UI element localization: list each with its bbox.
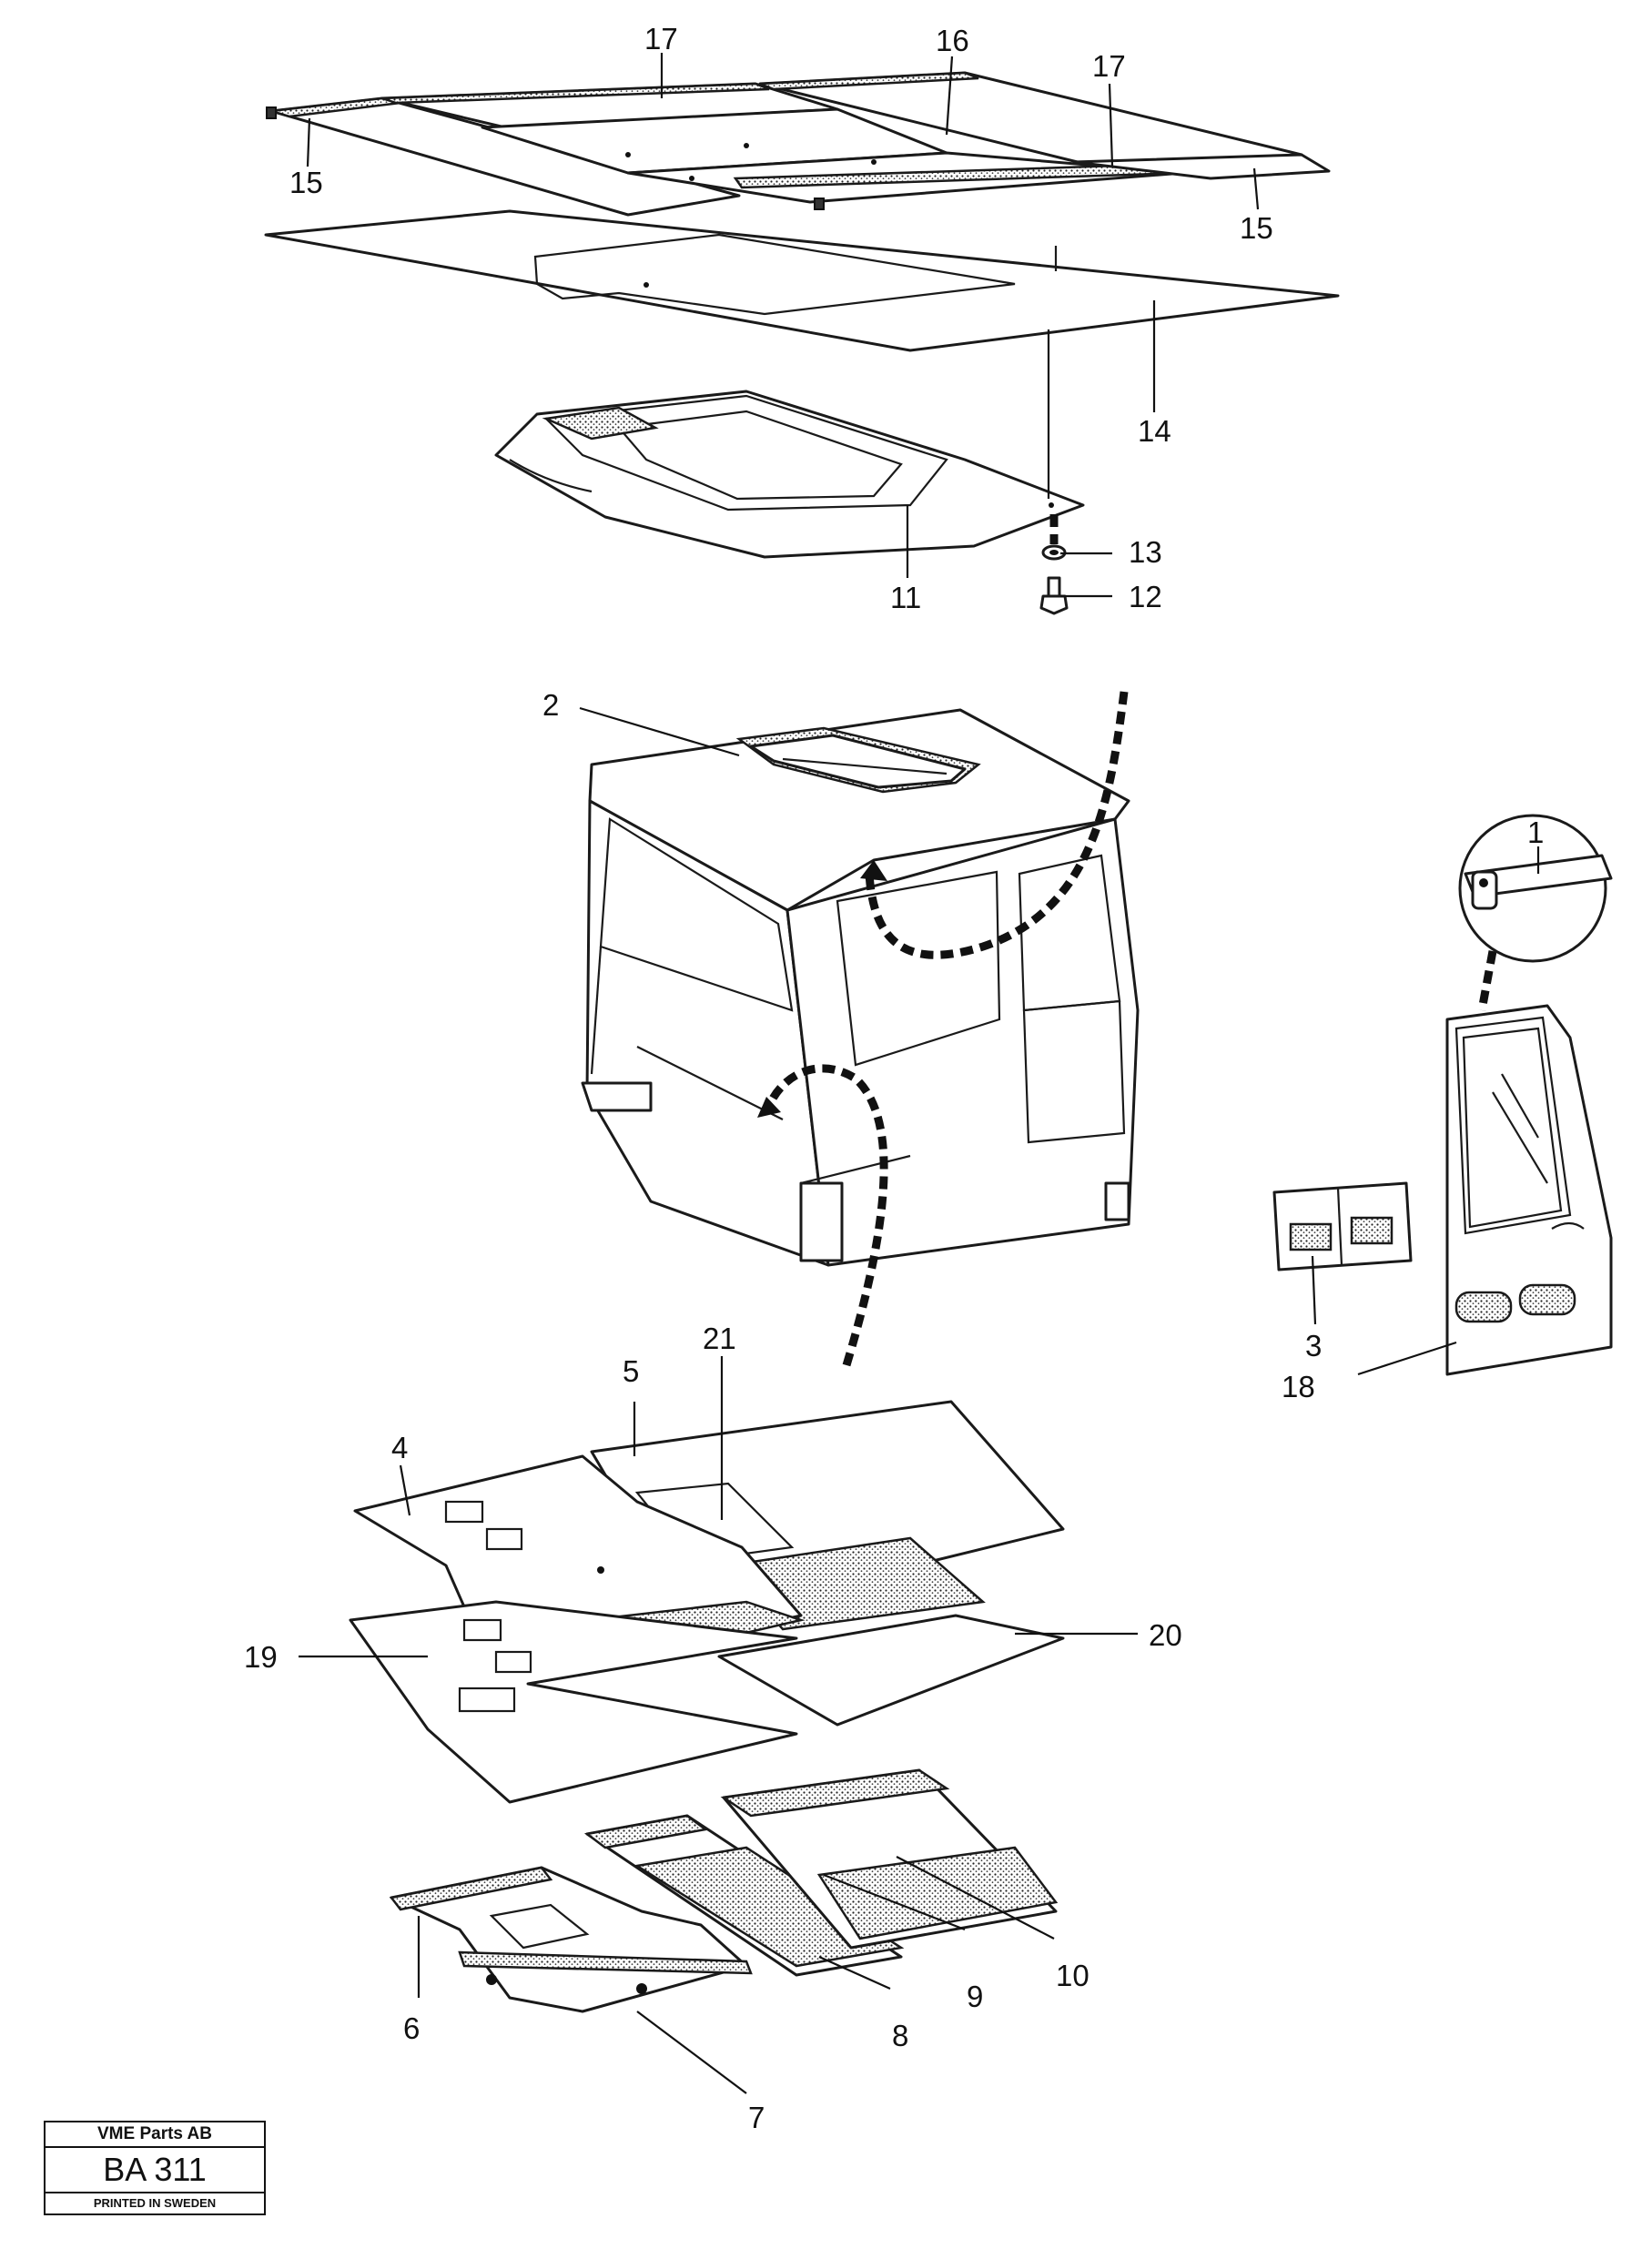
- label-4: 4: [391, 1431, 408, 1464]
- label-6: 6: [403, 2011, 420, 2045]
- label-5: 5: [623, 1354, 639, 1388]
- label-15-right: 15: [1240, 211, 1273, 245]
- callout-labels: 17 16 17 15 15 14 11 13 12 2 1 3 18 21 5…: [244, 22, 1544, 2134]
- label-7: 7: [748, 2101, 765, 2134]
- routing-arrows: [757, 691, 1497, 1367]
- cab-door: [1445, 1004, 1613, 1376]
- label-10: 10: [1056, 1959, 1090, 1992]
- label-21: 21: [703, 1322, 736, 1355]
- leader-lines: [299, 53, 1540, 2094]
- label-19: 19: [244, 1640, 278, 1674]
- label-14: 14: [1138, 414, 1171, 448]
- floor-insulation-pieces: [389, 1768, 1059, 2013]
- label-1: 1: [1527, 815, 1544, 849]
- label-16: 16: [936, 24, 969, 57]
- label-15-left: 15: [289, 166, 323, 199]
- roof-insulation-panels: [266, 71, 1331, 217]
- label-9: 9: [967, 1980, 983, 2013]
- label-2: 2: [542, 688, 559, 722]
- roof-sheet: [264, 209, 1340, 352]
- label-17-right: 17: [1092, 49, 1126, 83]
- stamp-printed: PRINTED IN SWEDEN: [93, 2196, 217, 2210]
- publisher-stamp: VME Parts AB BA 311 PRINTED IN SWEDEN: [44, 2121, 266, 2215]
- stamp-company: VME Parts AB: [46, 2122, 264, 2148]
- roof-hatch-frame: [494, 329, 1085, 559]
- label-20: 20: [1149, 1618, 1182, 1652]
- side-panel: [1272, 1181, 1413, 1271]
- cab-body: [581, 708, 1140, 1267]
- label-12: 12: [1129, 580, 1162, 613]
- label-8: 8: [892, 2019, 908, 2052]
- label-17-left: 17: [644, 22, 678, 56]
- bolt-and-washer: [1039, 514, 1069, 615]
- stamp-code: BA 311: [46, 2148, 264, 2193]
- seal-detail: [1458, 814, 1613, 963]
- floor-mats: [349, 1400, 1065, 1804]
- label-11: 11: [890, 581, 921, 614]
- label-3: 3: [1305, 1329, 1322, 1362]
- label-18: 18: [1282, 1370, 1315, 1403]
- label-13: 13: [1129, 535, 1162, 569]
